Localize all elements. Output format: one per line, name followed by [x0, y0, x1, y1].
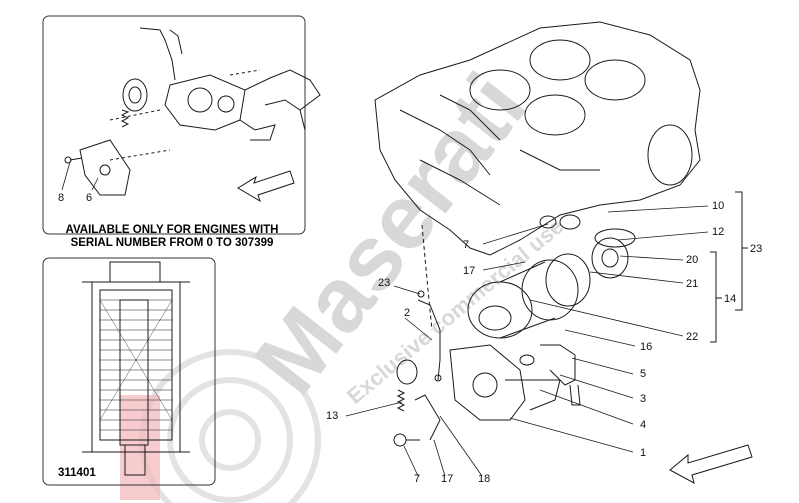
oil-pump-assembly: [393, 224, 581, 447]
inset-top-leaders: [61, 161, 99, 191]
callout-15: 16: [640, 341, 652, 353]
callout-19: 20: [686, 254, 698, 266]
inset-top-drawing: [64, 27, 321, 196]
engine-block: [374, 21, 701, 256]
callout-22: 23: [750, 243, 762, 255]
callout-18: 18: [478, 473, 490, 485]
main-direction-arrow: [669, 444, 753, 484]
inset-top-label-8: 8: [58, 192, 64, 204]
callout-brackets: [710, 191, 748, 343]
callout-13: 12: [712, 226, 724, 238]
callout-21: 22: [686, 331, 698, 343]
callout-leaders: [345, 205, 709, 477]
inset-bottom-filter-section: [82, 261, 190, 476]
callout-1: 1: [640, 447, 646, 459]
callout-16: 17: [463, 265, 475, 277]
inset-top-label-6: 6: [86, 192, 92, 204]
callout-23: 23: [378, 277, 390, 289]
callout-11: 10: [712, 200, 724, 212]
callout-14: 14: [724, 293, 736, 305]
inset-top-caption-line2: SERIAL NUMBER FROM 0 TO 307399: [71, 237, 274, 249]
inset-top-direction-arrow: [237, 170, 295, 203]
callout-7: 7: [414, 473, 420, 485]
callout-17: 17: [441, 473, 453, 485]
callout-10: 7: [463, 239, 469, 251]
callout-5: 5: [640, 368, 646, 380]
inset-bottom-frame: [42, 257, 216, 486]
callout-12: 13: [326, 410, 338, 422]
callout-4: 4: [640, 419, 646, 431]
callout-20: 21: [686, 278, 698, 290]
inset-bottom-code: 311401: [58, 467, 96, 479]
callout-3: 3: [640, 393, 646, 405]
inset-top-caption-line1: AVAILABLE ONLY FOR ENGINES WITH: [66, 224, 279, 236]
callout-2: 2: [404, 307, 410, 319]
oil-filter-assembly: [467, 214, 636, 339]
watermark-red-mark: [120, 395, 160, 500]
inset-top-frame: [42, 15, 306, 235]
